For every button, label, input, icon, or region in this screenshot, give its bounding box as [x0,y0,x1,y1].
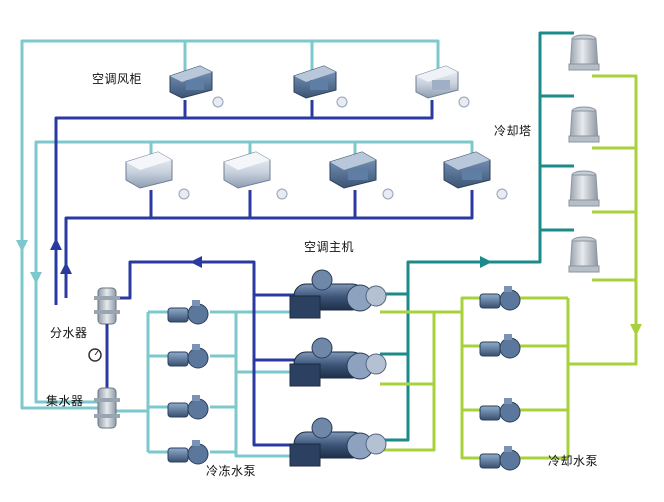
label-ahu: 空调风柜 [92,72,143,86]
ahu-unit [125,151,190,200]
ahu-second-row [125,151,508,200]
label-cooling-tower: 冷却塔 [494,124,532,138]
chiller-unit [289,417,387,467]
ahu-unit [443,151,508,200]
pump [479,334,521,359]
cooling-tower [568,106,600,143]
label-collector: 集水器 [46,394,84,408]
chiller-unit [289,337,387,387]
cooling-tower [568,170,600,207]
label-chilled-water-pump: 冷冻水泵 [206,464,257,478]
pump [479,286,521,311]
ahu-unit [415,65,470,108]
pressure-gauge-icon [88,324,109,388]
ahu-unit [329,151,394,200]
chilled-water-supply-pipes [50,100,474,447]
ahu-unit [293,65,348,108]
chilled-water-pumps [167,300,209,465]
pump [167,300,209,325]
pump [167,440,209,465]
label-cooling-water-pump: 冷却水泵 [548,454,599,468]
pump [479,446,521,471]
ahu-unit [169,65,224,108]
ahu-unit [223,151,288,200]
label-chiller: 空调主机 [304,240,355,254]
pump [479,398,521,423]
pump [167,395,209,420]
water-distributor [94,287,120,325]
water-collector [94,387,120,429]
chillers [289,269,387,467]
cooling-tower [568,34,600,71]
cooling-tower [568,236,600,273]
chiller-unit [289,269,387,319]
chilled-water-return-pipes [15,39,474,458]
cooling-towers [568,34,600,273]
ahu-top-row [169,65,470,108]
label-distributor: 分水器 [50,326,88,340]
cooling-water-supply-pipes [380,74,642,460]
pump [167,344,209,369]
cooling-water-pumps [479,286,521,471]
cooling-water-return-pipes [380,31,574,442]
